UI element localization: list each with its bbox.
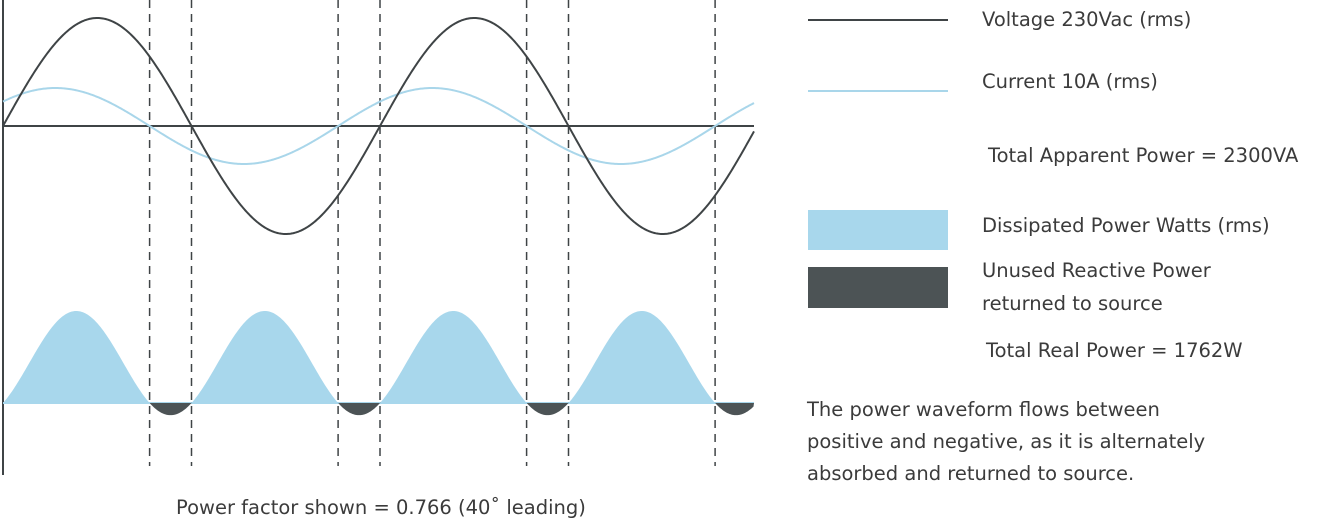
voltage-waveform — [2, 16, 755, 236]
reactive-power-lobe — [715, 403, 754, 416]
reactive-power-lobe — [150, 402, 192, 416]
zero-crossing-markers — [148, 0, 716, 466]
reactive-legend-label-line1: Unused Reactive Power — [982, 259, 1211, 282]
current-waveform — [2, 87, 755, 165]
dissipated-legend-label: Dissipated Power Watts (rms) — [982, 214, 1270, 237]
explanation-line-1: The power waveform flows between — [807, 398, 1160, 421]
explanation-line-2: positive and negative, as it is alternat… — [807, 430, 1206, 453]
dissipated-power-lobe — [569, 311, 716, 403]
dissipated-legend-swatch — [808, 210, 948, 250]
real-power-label: Total Real Power = 1762W — [986, 339, 1243, 362]
reactive-legend-label-line2: returned to source — [982, 292, 1163, 315]
dissipated-power-lobe — [3, 311, 150, 404]
voltage-legend-label: Voltage 230Vac (rms) — [982, 8, 1192, 31]
diagram-caption: Power factor shown = 0.766 (40˚ leading) — [176, 496, 586, 519]
reactive-legend-swatch — [808, 267, 948, 308]
dissipated-power-lobe — [192, 311, 339, 403]
power-waveform — [3, 311, 754, 416]
reactive-power-lobe — [338, 402, 381, 416]
apparent-power-label: Total Apparent Power = 2300VA — [988, 144, 1299, 167]
explanation-line-3: absorbed and returned to source. — [807, 462, 1135, 485]
waveform-diagram — [2, 0, 755, 475]
current-legend-label: Current 10A (rms) — [982, 70, 1158, 93]
voltage-legend-swatch — [808, 19, 948, 21]
current-legend-swatch — [808, 90, 948, 92]
explanation-note: The power waveform flows between positiv… — [807, 394, 1277, 490]
reactive-power-lobe — [527, 402, 569, 416]
dissipated-power-lobe — [380, 311, 527, 403]
